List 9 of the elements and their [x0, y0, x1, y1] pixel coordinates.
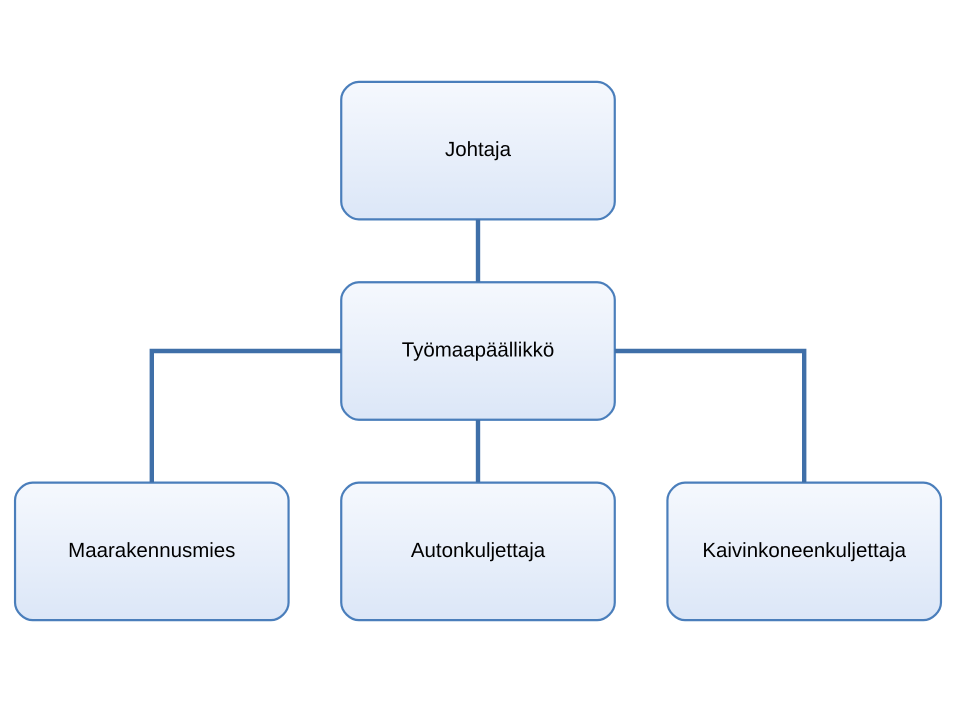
connector [614, 348, 806, 482]
node-box: Maarakennusmies [13, 482, 290, 622]
node-box: Työmaapäällikkö [340, 281, 616, 421]
connector [475, 420, 480, 482]
connector [149, 348, 341, 482]
node-box: Autonkuljettaja [340, 482, 616, 622]
node-box: Johtaja [340, 80, 616, 220]
connector [475, 220, 480, 282]
node-box: Kaivinkoneenkuljettaja [666, 482, 942, 622]
